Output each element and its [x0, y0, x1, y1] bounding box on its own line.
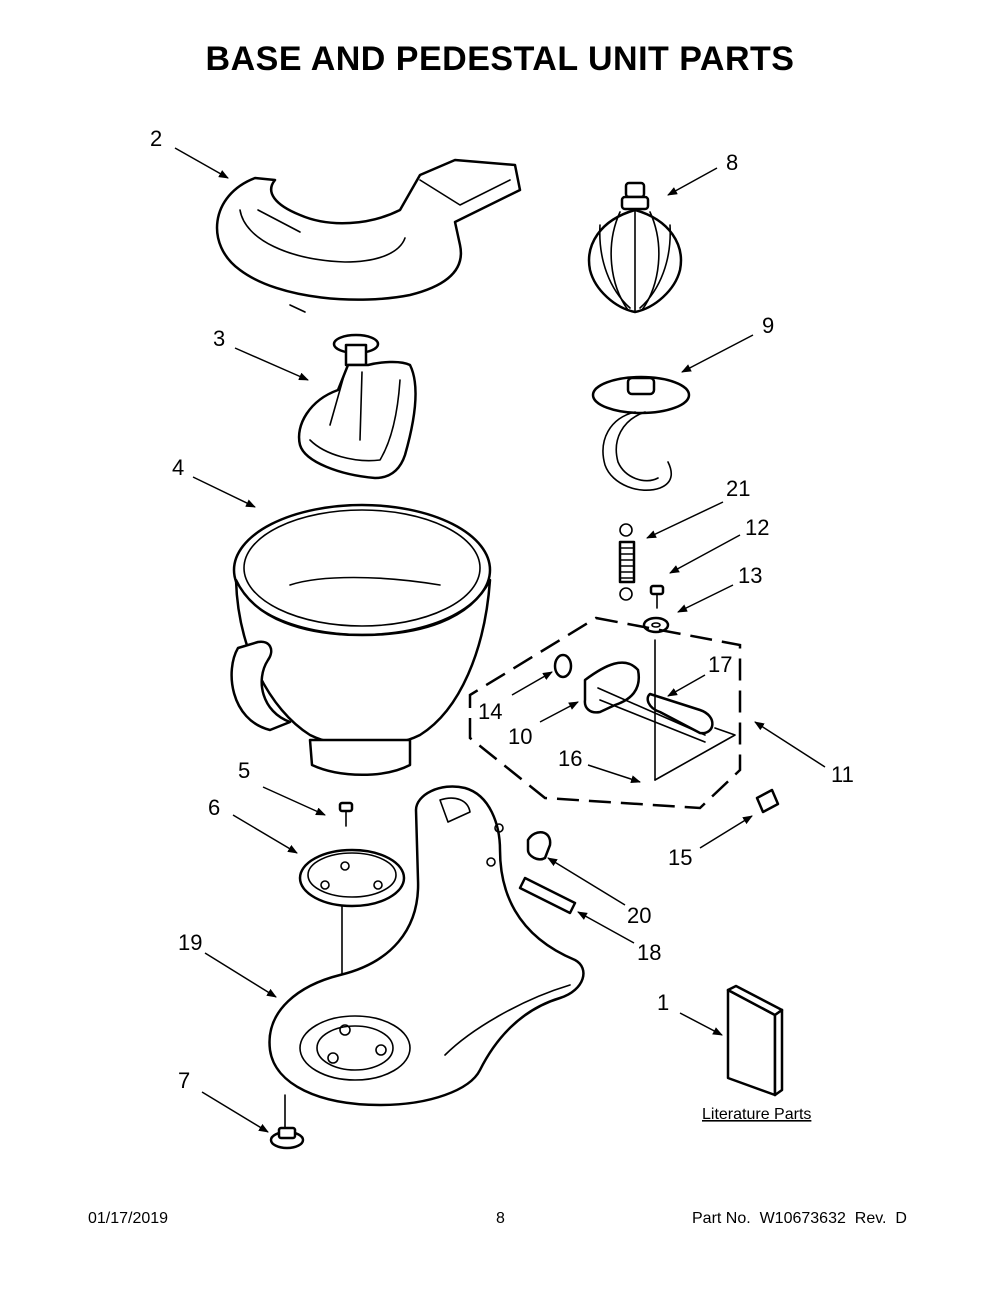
mixing-bowl-part — [230, 503, 492, 776]
callout-20: 20 — [627, 903, 651, 928]
callout-15: 15 — [668, 845, 692, 870]
literature-parts-label: Literature Parts — [702, 1106, 811, 1123]
bowl-clamp-screw-part — [338, 801, 354, 827]
callout-8: 8 — [726, 150, 738, 175]
callout-leaders — [174, 147, 826, 1133]
callout-10: 10 — [508, 724, 532, 749]
dough-hook-part — [591, 375, 691, 492]
page-title: BASE AND PEDESTAL UNIT PARTS — [205, 40, 795, 78]
footer-date: 01/17/2019 — [88, 1210, 169, 1227]
callout-7: 7 — [178, 1068, 190, 1093]
callout-5: 5 — [238, 758, 250, 783]
footer-page-number: 8 — [496, 1210, 505, 1227]
callout-11: 11 — [831, 762, 854, 787]
callout-1: 1 — [657, 990, 669, 1015]
callout-4: 4 — [172, 455, 184, 480]
callout-16: 16 — [558, 746, 582, 771]
callout-14: 14 — [478, 699, 502, 724]
flat-beater-part — [297, 333, 417, 480]
pouring-shield-part — [215, 158, 522, 313]
callout-12: 12 — [745, 515, 769, 540]
footer-part-number: Part No. W10673632 Rev. D — [692, 1210, 907, 1227]
screw-part — [649, 584, 665, 609]
callout-9: 9 — [762, 313, 774, 338]
washer-part — [642, 616, 670, 634]
literature-booklet-part — [726, 984, 784, 1097]
callout-21: 21 — [726, 476, 750, 501]
rubber-foot-part — [269, 1094, 305, 1150]
callout-19: 19 — [178, 930, 202, 955]
hinge-pin-part — [486, 823, 577, 915]
pedestal-base-part — [268, 785, 585, 1107]
callout-17: 17 — [708, 652, 732, 677]
wire-whip-part — [587, 181, 683, 314]
bowl-lift-assembly-box — [468, 616, 742, 810]
lock-bracket-part — [526, 831, 552, 861]
callout-6: 6 — [208, 795, 220, 820]
pivot-pin-part — [755, 788, 780, 814]
callout-18: 18 — [637, 940, 661, 965]
callout-2: 2 — [150, 126, 162, 151]
bowl-clamping-plate-part — [298, 848, 406, 1026]
bowl-lift-bracket-part — [553, 639, 736, 781]
callout-3: 3 — [213, 326, 225, 351]
callout-13: 13 — [738, 563, 762, 588]
spring-part — [618, 523, 636, 601]
